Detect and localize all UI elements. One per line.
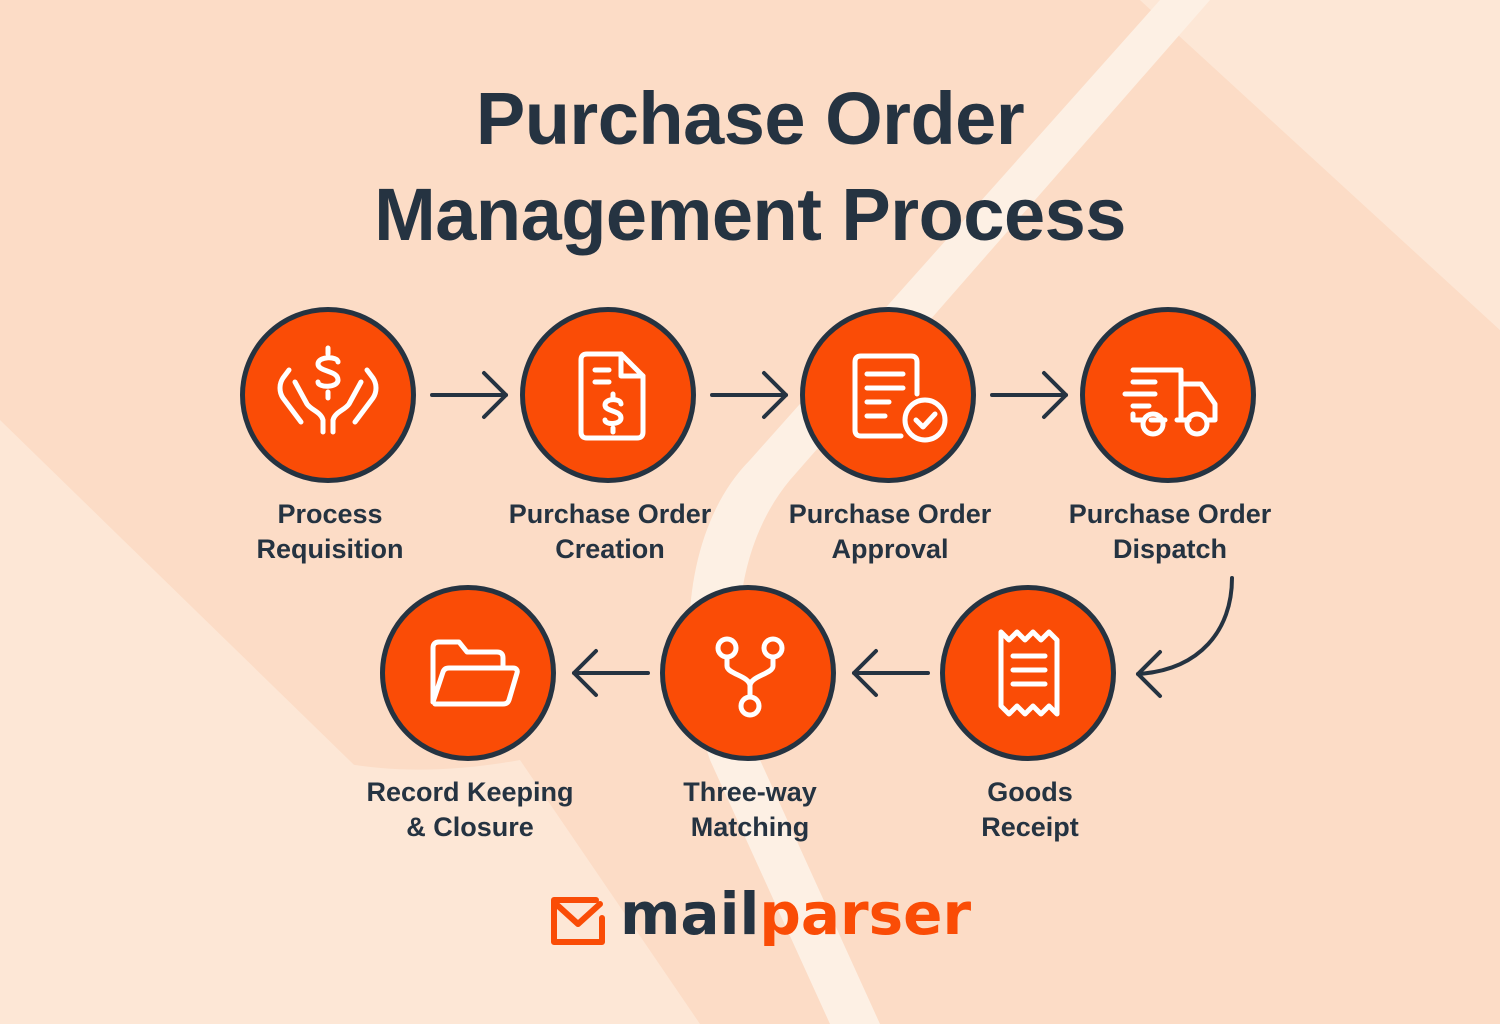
step-purchase-order-creation: Purchase Order Creation — [509, 307, 711, 564]
step-label: Goods Receipt — [890, 775, 1170, 845]
document-dollar-icon — [578, 351, 646, 441]
delivery-truck-icon — [1122, 367, 1218, 437]
step-circle — [1080, 307, 1256, 483]
step-label-line-1: Purchase Order — [508, 499, 712, 529]
step-label-line-1: Purchase Order — [788, 499, 992, 529]
arrow-right-2 — [710, 371, 788, 419]
step-three-way-matching: Three-way Matching — [660, 585, 836, 842]
step-label-line-1: Record Keeping — [366, 777, 574, 807]
step-circle — [800, 307, 976, 483]
step-circle — [240, 307, 416, 483]
step-purchase-order-approval: Purchase Order Approval — [789, 307, 991, 564]
step-record-keeping-closure: Record Keeping & Closure — [366, 585, 574, 842]
arrow-curved-down — [1136, 576, 1234, 698]
background-shape-bottom-left — [0, 430, 700, 1024]
step-label: Purchase Order Creation — [470, 497, 750, 567]
step-label: Three-way Matching — [610, 775, 890, 845]
mailparser-logo: mailparser — [548, 880, 971, 968]
step-label-line-2: Dispatch — [1112, 534, 1228, 564]
logo-wordmark: mailparser — [620, 880, 971, 948]
page-title-line-1: Purchase Order — [475, 77, 1025, 160]
logo-text-parser: parser — [759, 880, 972, 948]
step-label: Purchase Order Approval — [750, 497, 1030, 567]
step-label: Process Requisition — [190, 497, 470, 567]
page-title-line-2: Management Process — [374, 173, 1126, 256]
step-circle — [940, 585, 1116, 761]
hands-dollar-icon — [277, 345, 379, 435]
step-circle — [660, 585, 836, 761]
logo-text-mail: mail — [620, 880, 760, 948]
step-circle — [380, 585, 556, 761]
folder-icon — [430, 639, 520, 707]
step-label-line-2: Approval — [831, 534, 949, 564]
step-label-line-1: Goods — [987, 777, 1073, 807]
branch-merge-icon — [715, 636, 785, 718]
step-label-line-1: Purchase Order — [1068, 499, 1272, 529]
step-label-line-2: Matching — [690, 812, 810, 842]
step-label: Purchase Order Dispatch — [1030, 497, 1310, 567]
step-process-requisition: Process Requisition — [240, 307, 416, 564]
background-shape-corner — [1140, 0, 1500, 330]
step-label-line-2: Creation — [555, 534, 665, 564]
document-check-icon — [852, 353, 948, 443]
arrow-right-1 — [430, 371, 508, 419]
step-goods-receipt: Goods Receipt — [940, 585, 1116, 842]
arrow-right-3 — [990, 371, 1068, 419]
step-label-line-1: Process — [277, 499, 383, 529]
step-label: Record Keeping & Closure — [330, 775, 610, 845]
step-purchase-order-dispatch: Purchase Order Dispatch — [1069, 307, 1271, 564]
step-label-line-2: Requisition — [256, 534, 404, 564]
step-label-line-2: Receipt — [981, 812, 1079, 842]
step-label-line-2: & Closure — [406, 812, 534, 842]
arrow-left-1 — [852, 649, 930, 697]
mail-envelope-icon — [551, 897, 605, 945]
arrow-left-2 — [572, 649, 650, 697]
step-circle — [520, 307, 696, 483]
receipt-icon — [998, 629, 1060, 717]
step-label-line-1: Three-way — [683, 777, 817, 807]
